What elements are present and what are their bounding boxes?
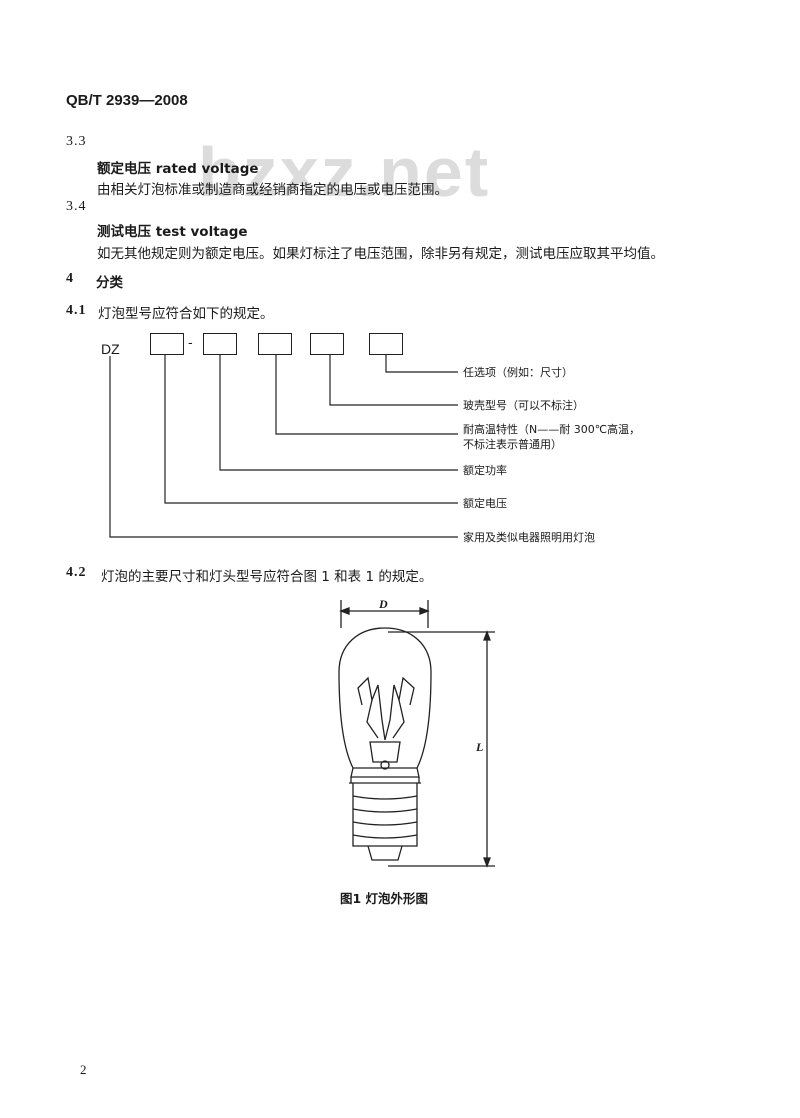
section-3-3-number: 3.3 xyxy=(66,134,87,149)
label-optional-item: 任选项（例如：尺寸） xyxy=(463,366,573,379)
figure-1-caption: 图1 灯泡外形图 xyxy=(340,891,429,906)
label-heat-resistance-line1: 耐高温特性（N——耐 300℃高温， xyxy=(463,423,641,436)
model-box-rated-voltage xyxy=(150,333,184,355)
model-box-heat-resistance xyxy=(258,333,292,355)
model-box-rated-power xyxy=(203,333,237,355)
label-glass-type: 玻壳型号（可以不标注） xyxy=(463,399,584,412)
section-3-4-term: 测试电压 test voltage xyxy=(97,224,248,240)
section-3-3-term: 额定电压 rated voltage xyxy=(97,161,259,177)
dim-d-label: D xyxy=(379,597,388,611)
label-household-lamp: 家用及类似电器照明用灯泡 xyxy=(463,531,595,544)
model-separator: - xyxy=(188,336,193,351)
section-4-2-number: 4.2 xyxy=(66,565,87,580)
section-3-3-definition: 由相关灯泡标准或制造商或经销商指定的电压或电压范围。 xyxy=(97,182,448,198)
section-4-number: 4 xyxy=(66,271,74,286)
model-box-optional xyxy=(369,333,403,355)
label-heat-resistance-line2: 不标注表示普通用） xyxy=(463,438,562,451)
section-4-title: 分类 xyxy=(96,275,123,291)
model-box-glass-type xyxy=(310,333,344,355)
model-prefix: DZ xyxy=(101,341,120,357)
section-3-4-number: 3.4 xyxy=(66,199,87,214)
section-3-4-definition: 如无其他规定则为额定电压。如果灯标注了电压范围，除非另有规定，测试电压应取其平均… xyxy=(97,246,664,262)
label-rated-voltage: 额定电压 xyxy=(463,497,507,510)
section-4-1-number: 4.1 xyxy=(66,303,87,318)
standard-code: QB/T 2939—2008 xyxy=(66,92,188,109)
page-number: 2 xyxy=(80,1062,87,1077)
watermark: bzxz.net xyxy=(198,133,491,211)
section-4-1-text: 灯泡型号应符合如下的规定。 xyxy=(98,306,274,322)
label-rated-power: 额定功率 xyxy=(463,464,507,477)
dim-l-label: L xyxy=(476,740,484,754)
section-4-2-text: 灯泡的主要尺寸和灯头型号应符合图 1 和表 1 的规定。 xyxy=(101,569,433,585)
